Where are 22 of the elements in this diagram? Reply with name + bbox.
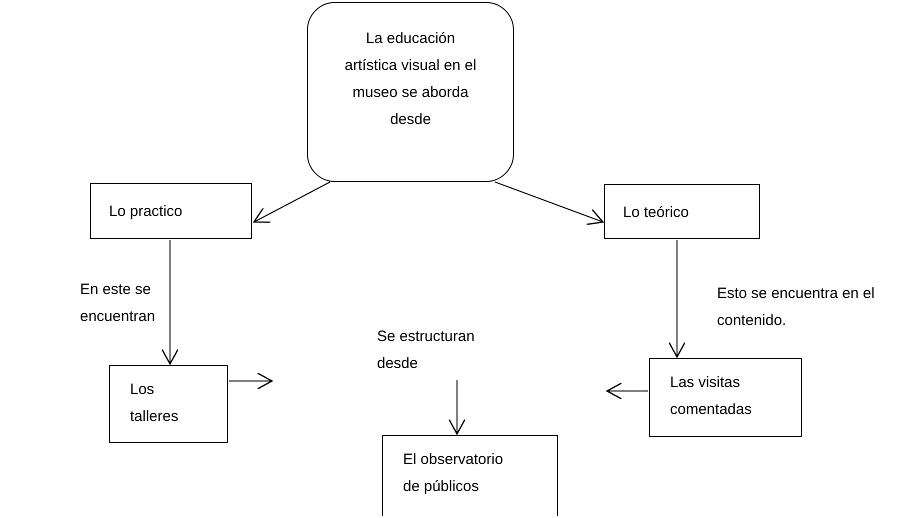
edge-label: En este se encuentran: [80, 280, 156, 327]
process-box: [90, 183, 252, 239]
arrow: [228, 372, 273, 390]
rounded-box: [307, 2, 514, 182]
process-box: [604, 184, 760, 239]
node-text: Lo practico: [109, 202, 184, 222]
node-text: Los talleres: [130, 380, 180, 427]
arrow: [448, 380, 466, 435]
note-text: Se estructuran desde: [377, 327, 476, 374]
node-text: La educación artística visual en el museo se aborda desde: [344, 29, 477, 130]
process-box: [109, 365, 228, 443]
arrow: [606, 382, 648, 400]
arrow: [161, 240, 179, 365]
process-box: [649, 358, 802, 437]
node-text: Las visitas comentadas: [670, 373, 753, 420]
process-box: [382, 435, 558, 516]
node-text: El observatorio de públicos: [403, 450, 504, 497]
arrow: [668, 240, 686, 358]
arrow: [253, 182, 330, 223]
node-text: Lo teórico: [623, 203, 690, 223]
edge-label: Esto se encuentra en el contenido.: [717, 284, 876, 331]
arrow: [494, 182, 604, 226]
